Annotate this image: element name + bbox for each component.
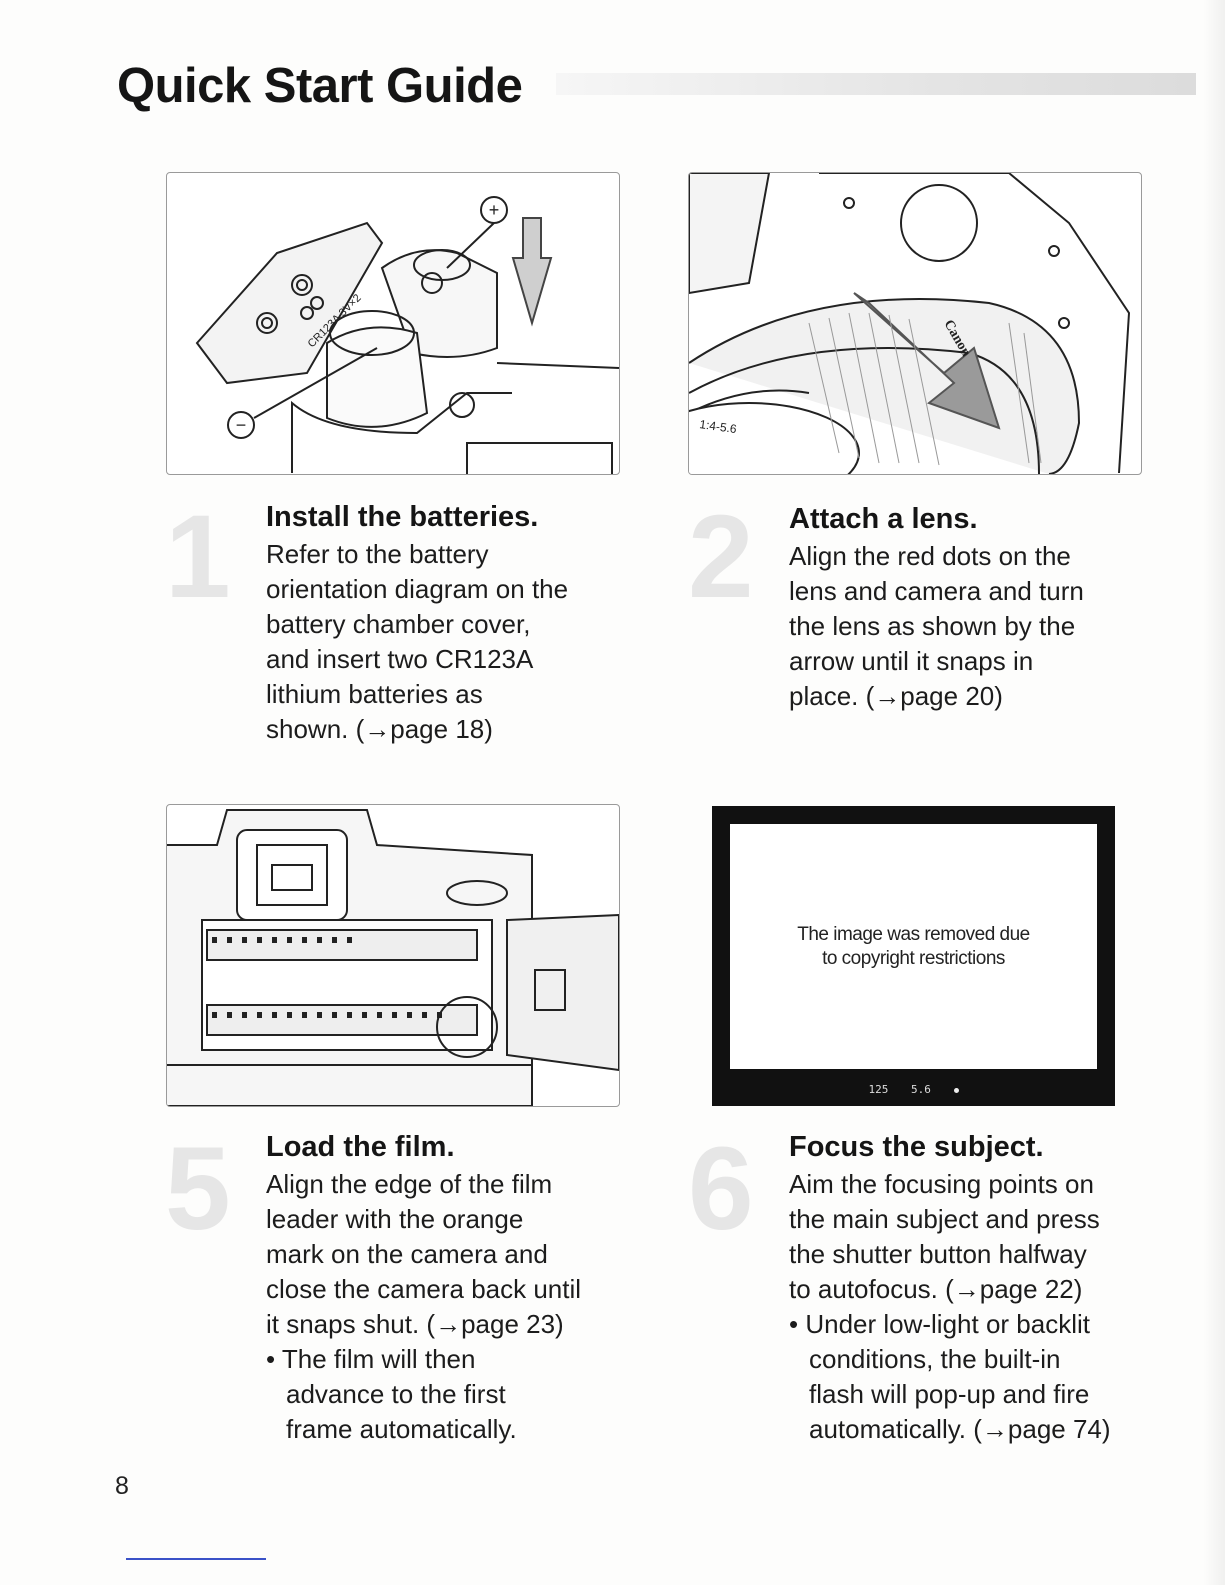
- step-number-5: 5: [165, 1123, 231, 1255]
- step-install-batteries: Install the batteries. Refer to the batt…: [266, 500, 626, 747]
- viewfinder-info-bar: 125 5.6: [712, 1083, 1115, 1096]
- aperture-readout: 5.6: [911, 1083, 931, 1096]
- step-number-2: 2: [688, 491, 754, 623]
- step-bullet: • The film will then advance to the firs…: [266, 1344, 517, 1444]
- step-attach-lens: Attach a lens. Align the red dots on the…: [789, 502, 1149, 714]
- step-number-6: 6: [688, 1123, 754, 1255]
- step-body: Align the edge of the film leader with t…: [266, 1169, 582, 1339]
- plus-symbol: +: [489, 200, 500, 220]
- page-number: 8: [115, 1472, 129, 1500]
- title-rule: [556, 73, 1196, 95]
- film-loading-illustration: [166, 804, 620, 1107]
- footer-rule: [126, 1558, 266, 1560]
- step-bullet: • Under low-light or backlit conditions,…: [789, 1309, 1111, 1444]
- step-heading: Focus the subject.: [789, 1131, 1044, 1163]
- viewfinder-display: The image was removed due to copyright r…: [712, 806, 1115, 1106]
- step-heading: Load the film.: [266, 1131, 455, 1163]
- step-load-film: Load the film. Align the edge of the fil…: [266, 1130, 626, 1447]
- step-heading: Attach a lens.: [789, 503, 978, 535]
- step-body: Align the red dots on the lens and camer…: [789, 541, 1084, 711]
- shutter-speed-readout: 125: [868, 1083, 889, 1096]
- image-removed-notice: The image was removed due to copyright r…: [797, 923, 1030, 969]
- step-heading: Install the batteries.: [266, 501, 539, 533]
- viewfinder-screen: The image was removed due to copyright r…: [730, 824, 1097, 1069]
- focus-confirmation-icon: [953, 1087, 959, 1093]
- step-body: Refer to the battery orientation diagram…: [266, 539, 569, 744]
- lens-aperture-marking: 1:4-5.6: [699, 417, 738, 436]
- page-edge-shadow: [1203, 0, 1225, 1585]
- step-number-1: 1: [165, 491, 231, 623]
- battery-illustration: + − CR123A 3V×2: [166, 172, 620, 475]
- lens-illustration: 1:4-5.6 Canon: [688, 172, 1142, 475]
- step-body: Aim the focusing points on the main subj…: [789, 1169, 1100, 1304]
- page-title: Quick Start Guide: [117, 59, 523, 113]
- step-focus-subject: Focus the subject. Aim the focusing poin…: [789, 1130, 1149, 1447]
- minus-symbol: −: [236, 415, 247, 435]
